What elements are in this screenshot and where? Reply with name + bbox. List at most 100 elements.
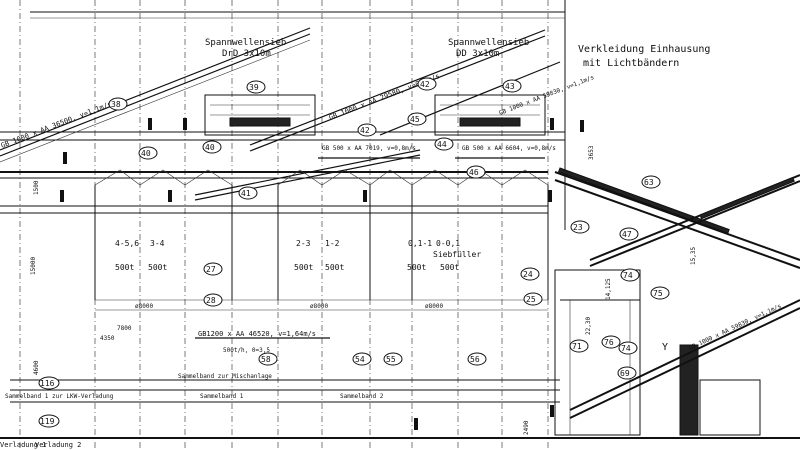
band-s1: Sammelband 1 (200, 393, 244, 400)
person-figures (60, 118, 584, 430)
svg-text:41: 41 (241, 189, 251, 198)
band-misch: Sammelband zur Mischanlage (178, 373, 272, 380)
marker-41: 41 (238, 186, 258, 200)
svg-text:27: 27 (206, 265, 216, 274)
marker-69: 69 (617, 366, 637, 380)
svg-text:25: 25 (526, 295, 536, 304)
silo-3-a: 0,1-1 (408, 239, 432, 248)
band-s2: Sammelband 2 (340, 393, 384, 400)
lower-belt-label: GB1200 x AA 46520, v=1,64m/s (198, 330, 316, 338)
lower-belt-label2: 500t/h, 0=3,5 (223, 347, 270, 354)
marker-27: 27 (203, 262, 223, 276)
svg-text:54: 54 (355, 355, 365, 364)
marker-63: 63 (641, 175, 661, 189)
footer-right: Verladung 2 (35, 441, 81, 449)
belt-47 (589, 174, 800, 267)
silo-3-b: 0-0,1 (436, 239, 460, 248)
silo-1-b: 3-4 (150, 239, 165, 248)
svg-text:45: 45 (410, 115, 420, 124)
screen-right-label: Spannwellensieb (448, 38, 529, 48)
silo-1-cap-a: 500t (115, 263, 134, 272)
marker-44: 44 (434, 137, 454, 151)
dim-4600: 4600 (33, 360, 40, 375)
dim-15000: 15000 (30, 257, 37, 275)
right-structure (554, 269, 761, 436)
silo-2-a: 2-3 (296, 239, 311, 248)
screen-right: Spannwellensieb DD 3x10m (434, 38, 546, 136)
svg-text:75: 75 (653, 289, 663, 298)
dim-2230: 22,30 (585, 317, 592, 335)
dim-4350: 4350 (100, 335, 115, 342)
marker-45: 45 (407, 112, 427, 126)
marker-23: 23 (570, 220, 590, 234)
roof-structure (0, 11, 565, 214)
svg-text:23: 23 (573, 223, 583, 232)
note-line1: Verkleidung Einhausung (578, 44, 710, 55)
svg-text:76: 76 (604, 338, 614, 347)
diameter-3: ø8000 (425, 303, 443, 310)
marker-42a: 42 (417, 77, 437, 91)
band-lkw: Sammelband 1 zur LKW-Verladung (5, 393, 114, 400)
svg-text:55: 55 (386, 355, 396, 364)
screen-left: Spannwellensieb DrD 3x10m (204, 38, 316, 136)
svg-text:43: 43 (505, 82, 515, 91)
screen-right-size: DD 3x10m (456, 49, 499, 59)
marker-42b: 42 (357, 123, 377, 137)
belt-63 (554, 167, 800, 269)
svg-text:47: 47 (622, 230, 632, 239)
marker-38: 38 (108, 97, 128, 111)
svg-text:119: 119 (40, 417, 55, 426)
svg-text:28: 28 (206, 296, 216, 305)
silo-group-2: 2-3 1-2 500t 500t (294, 239, 344, 272)
side-letter: Y (662, 342, 668, 353)
silo-3-extra: Siebfüller (433, 250, 481, 259)
diameter-1: ø8000 (135, 303, 153, 310)
belt-38-label: GB 1000 x AA 36500, v=1,1m/s (0, 100, 113, 150)
marker-54: 54 (352, 352, 372, 366)
silo-3-cap-a: 500t (407, 263, 426, 272)
marker-46: 46 (466, 165, 486, 179)
marker-24: 24 (520, 267, 540, 281)
silo-group-1: 4-5,6 3-4 500t 500t (115, 239, 167, 272)
dim-2490: 2490 (523, 420, 530, 435)
belt-mid1-label: GB 500 x AA 7019, v=0,8m/s (322, 145, 416, 152)
svg-text:69: 69 (620, 369, 630, 378)
silo-2-cap-a: 500t (294, 263, 313, 272)
lower-belt: GB1200 x AA 46520, v=1,64m/s 500t/h, 0=3… (5, 330, 560, 403)
marker-116: 116 (38, 376, 60, 390)
marker-76: 76 (601, 335, 621, 349)
svg-text:24: 24 (523, 270, 533, 279)
svg-text:46: 46 (469, 168, 479, 177)
footer-left: Verladung 1 (0, 441, 46, 449)
dim-1500: 1500 (33, 180, 40, 195)
silo-1-cap-b: 500t (148, 263, 167, 272)
marker-119: 119 (38, 414, 60, 428)
marker-40a: 40 (138, 146, 158, 160)
dim-3653: 3653 (588, 145, 595, 160)
svg-text:63: 63 (644, 178, 654, 187)
screen-left-label: Spannwellensieb (205, 38, 286, 48)
silo-2-b: 1-2 (325, 239, 340, 248)
marker-74b: 74 (618, 341, 638, 355)
svg-text:74: 74 (621, 344, 631, 353)
svg-text:71: 71 (572, 342, 582, 351)
marker-28: 28 (203, 293, 223, 307)
marker-74a: 74 (620, 268, 640, 282)
dim-7800: 7800 (117, 325, 132, 332)
marker-43: 43 (502, 79, 522, 93)
silo-group-3: 0,1-1 0-0,1 Siebfüller 500t 500t (407, 239, 481, 272)
svg-text:116: 116 (40, 379, 55, 388)
silos (94, 169, 549, 311)
svg-text:38: 38 (111, 100, 121, 109)
screen-left-size: DrD 3x10m (222, 49, 271, 59)
note-line2: mit Lichtbändern (583, 58, 679, 69)
belt-mid2-label: GB 500 x AA 6604, v=0,8m/s (462, 145, 556, 152)
svg-text:42: 42 (420, 80, 430, 89)
marker-56: 56 (467, 352, 487, 366)
dim-14125: 14,125 (605, 278, 612, 300)
dim-1535: 15,35 (690, 247, 697, 265)
belt-lower-right-label: GB 1000 x AA 59830, v=1,1m/s (688, 303, 783, 352)
marker-40b: 40 (202, 140, 222, 154)
